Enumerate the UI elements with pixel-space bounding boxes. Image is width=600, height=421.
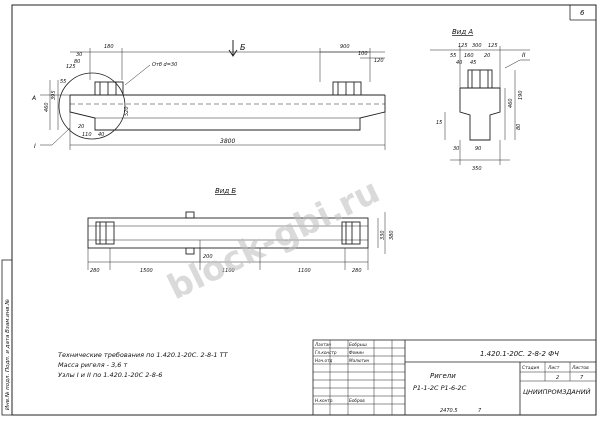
title-sheets: Листов xyxy=(571,365,589,371)
side-stamp xyxy=(1,259,13,416)
title-r4: Н.контр. xyxy=(315,398,334,403)
title-sheets-val: 7 xyxy=(580,375,584,381)
dim-900: 900 xyxy=(340,44,350,50)
bottom-code: 2470.5 xyxy=(440,408,458,414)
dim-125: 125 xyxy=(66,64,76,70)
title-stage: Стадия xyxy=(522,365,540,371)
side-dim-300: 300 xyxy=(472,43,482,49)
side-dim-125: 125 xyxy=(458,43,468,49)
title-r1: Лахтан xyxy=(314,342,331,347)
plan-view xyxy=(87,211,386,270)
dim-100: 100 xyxy=(358,51,368,57)
dim-80: 80 xyxy=(74,59,80,65)
side-dim-125b: 125 xyxy=(488,43,498,49)
dim-20: 20 xyxy=(78,124,84,130)
plan-dim-380: 380 xyxy=(389,230,395,240)
dim-120: 120 xyxy=(374,58,384,64)
side-dim-55: 55 xyxy=(450,53,456,59)
plan-dim-280: 280 xyxy=(90,268,100,274)
dim-180: 180 xyxy=(104,44,114,50)
side-dim-15: 15 xyxy=(436,120,442,126)
title-r2b: Фомин xyxy=(349,350,364,355)
node-2-label: II xyxy=(522,52,526,59)
title-sheet: Лист xyxy=(547,365,560,371)
arrow-b-label: Б xyxy=(240,43,246,52)
title-org: ЦНИИПРОМЗДАНИЙ xyxy=(523,387,591,396)
side-dim-460: 460 xyxy=(508,98,514,108)
title-name-1: Ригели xyxy=(430,372,456,380)
dim-55: 55 xyxy=(60,79,66,85)
plan-dim-280b: 280 xyxy=(352,268,362,274)
side-stamp-text: Инв.№ подл. Подп. и дата Взам.инв.№ xyxy=(5,299,11,410)
dim-3800: 3800 xyxy=(220,138,235,145)
title-r3: Нач.отд xyxy=(315,358,333,363)
dim-460: 460 xyxy=(44,102,50,112)
node-1-label: I xyxy=(34,143,36,150)
plan-dim-1500: 1500 xyxy=(140,268,153,274)
front-view xyxy=(40,40,386,150)
side-dim-30: 30 xyxy=(453,146,459,152)
plan-dim-1100: 1100 xyxy=(222,268,235,274)
title-block xyxy=(312,339,597,416)
plan-dim-330: 330 xyxy=(380,230,386,240)
view-a-title: Вид А xyxy=(452,28,473,36)
side-dim-90: 90 xyxy=(475,146,481,152)
arrow-a-label: А xyxy=(31,95,36,102)
side-dim-80: 80 xyxy=(516,124,522,130)
dim-30a: 30 xyxy=(76,52,82,58)
title-r2: Гл.констр xyxy=(315,350,337,355)
dim-395: 395 xyxy=(51,90,57,100)
title-r3b: Малютин xyxy=(349,358,370,363)
title-name-2: Р1-1-2С Р1-6-2С xyxy=(413,384,467,392)
dim-110: 110 xyxy=(82,132,92,138)
side-view xyxy=(430,46,530,165)
side-dim-40: 40 xyxy=(456,60,462,66)
side-dim-350: 350 xyxy=(472,166,482,172)
title-sheet-val: 2 xyxy=(556,375,559,381)
dim-520: 520 xyxy=(124,106,130,116)
side-dim-160: 160 xyxy=(464,53,474,59)
notes-line-1: Технические требования по 1.420.1-20С. 2… xyxy=(58,351,229,359)
side-dim-190: 190 xyxy=(518,90,524,100)
view-b-title: Вид Б xyxy=(215,187,236,195)
dim-40: 40 xyxy=(98,132,104,138)
notes-line-3: Узлы I и II по 1.420.1-20С 2-8-6 xyxy=(58,371,162,379)
page-number: 6 xyxy=(580,9,585,17)
plan-dim-200: 200 xyxy=(203,254,213,260)
title-r1b: Бобрыш xyxy=(349,342,367,347)
title-code: 1.420.1-20С. 2-8-2 ФЧ xyxy=(480,350,559,358)
node-1-circle xyxy=(58,72,126,140)
notes-line-2: Масса ригеля - 3,6 т xyxy=(58,361,127,369)
side-dim-20: 20 xyxy=(484,53,490,59)
vent-label: Отб d=30 xyxy=(152,62,177,68)
side-dim-45: 45 xyxy=(470,60,476,66)
bottom-num: 7 xyxy=(478,408,482,414)
plan-dim-1100b: 1100 xyxy=(298,268,311,274)
title-r4b: Бобров xyxy=(349,398,365,403)
sheet-frame xyxy=(11,4,597,416)
